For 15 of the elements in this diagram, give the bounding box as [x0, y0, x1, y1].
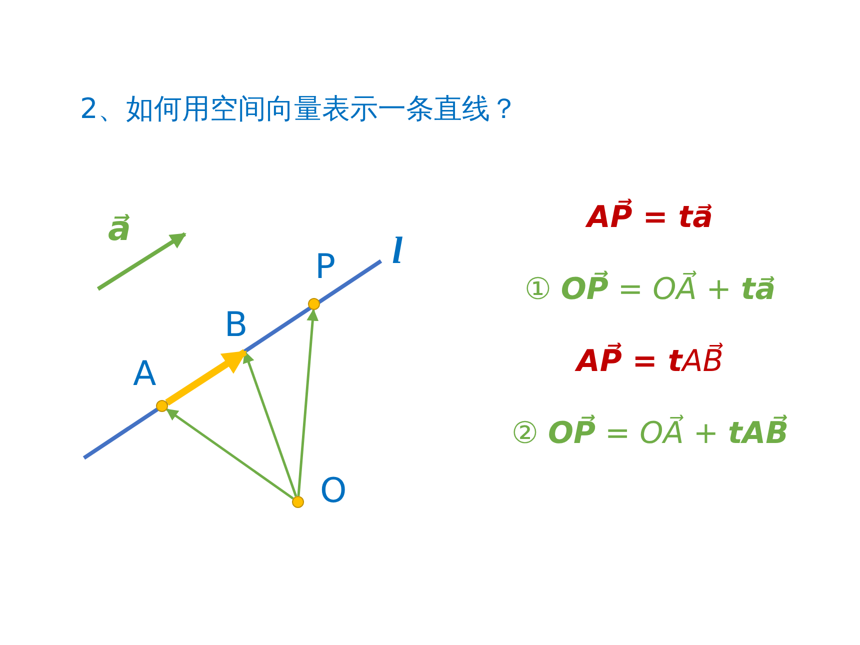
point-label: B — [222, 305, 250, 345]
formula: AP⃗ = ta⃗ — [587, 198, 713, 237]
formula: AP⃗ = tAB⃗ — [576, 342, 724, 381]
formula: ① OP⃗ = OA⃗ + ta⃗ — [524, 270, 776, 309]
vector-arrow — [242, 350, 298, 497]
vector-arrow — [165, 349, 247, 406]
vector-arrow — [297, 308, 319, 496]
point-label: A — [133, 357, 156, 391]
point-label: P — [315, 250, 336, 284]
line-label: l — [392, 232, 403, 270]
vector-arrow — [166, 408, 294, 500]
formula: ② OP⃗ = OA⃗ + tAB⃗ — [512, 414, 788, 453]
vector-label: a⃗ — [108, 212, 131, 246]
point-label: O — [320, 474, 347, 508]
title: 2、如何用空间向量表示一条直线？ — [80, 91, 518, 127]
